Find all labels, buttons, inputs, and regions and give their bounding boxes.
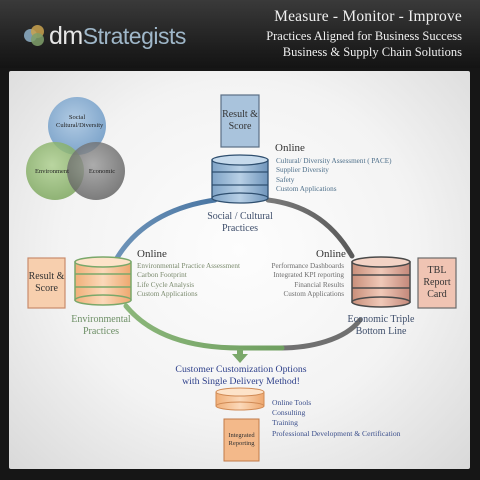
environmental-item: Carbon Footprint xyxy=(137,271,187,280)
ring-segment-gray xyxy=(265,197,355,259)
venn-diagram xyxy=(26,97,125,200)
venn-environment-circle xyxy=(26,142,84,200)
economic-items-list: Performance Dashboards Integrated KPI re… xyxy=(262,262,344,300)
ring-segment-gray-2 xyxy=(277,317,363,351)
integrated-reporting-box-frame xyxy=(223,418,260,462)
delivery-item: Professional Development & Certification xyxy=(272,428,401,438)
tagline-sub-2: Business & Supply Chain Solutions xyxy=(282,45,462,59)
environmental-caption: Environmental Practices xyxy=(71,314,131,337)
environmental-database-icon xyxy=(74,256,132,306)
economic-item: Integrated KPI reporting xyxy=(273,271,344,280)
logo-dots-icon xyxy=(24,25,46,47)
social-item: Safety xyxy=(276,175,295,184)
environmental-item: Custom Applications xyxy=(137,290,198,299)
delivery-item: Training xyxy=(272,418,298,428)
company-logo: dmStrategists xyxy=(24,22,186,50)
environmental-online-heading: Online xyxy=(137,248,167,260)
ring-segment-green xyxy=(123,303,285,351)
environmental-result-box: Result & Score xyxy=(28,271,65,294)
header-bar: dmStrategists Measure - Monitor - Improv… xyxy=(0,0,480,68)
economic-item: Custom Applications xyxy=(283,290,345,299)
venn-economic-circle xyxy=(67,142,125,200)
ring-segment-blue xyxy=(114,197,218,261)
venn-social-label: Social Cultural/Diversity xyxy=(56,114,104,129)
tagline-main: Measure - Monitor - Improve xyxy=(274,8,462,25)
social-caption: Social / Cultural Practices xyxy=(207,211,273,234)
environmental-items-list: Environmental Practice Assessment Carbon… xyxy=(137,262,240,300)
social-item: Supplier Diversity xyxy=(276,166,329,175)
venn-social-circle xyxy=(48,97,106,155)
social-items-list: Cultural/ Diversity Assessment ( PACE) S… xyxy=(276,157,392,195)
venn-economic-label: Economic xyxy=(88,168,116,175)
delivery-item: Consulting xyxy=(272,408,306,418)
economic-report-box-frame xyxy=(417,257,457,309)
down-arrow-icon xyxy=(232,349,248,363)
logo-dm: dm xyxy=(49,21,83,50)
cycle-ring xyxy=(114,197,363,351)
environmental-item: Life Cycle Analysis xyxy=(137,280,195,289)
economic-caption: Economic Triple Bottom Line xyxy=(347,314,415,337)
social-database-icon xyxy=(211,154,269,204)
environmental-result-box-frame xyxy=(27,257,66,309)
logo-strategists: Strategists xyxy=(82,22,187,49)
social-result-box: Result & Score xyxy=(222,109,258,132)
environmental-item: Environmental Practice Assessment xyxy=(137,262,240,270)
social-result-box-frame xyxy=(220,94,260,148)
economic-item: Financial Results xyxy=(294,280,344,289)
delivery-heading: Customer Customization Options with Sing… xyxy=(175,364,307,387)
delivery-item: Online Tools xyxy=(272,398,312,407)
delivery-database-icon xyxy=(215,387,265,411)
social-online-heading: Online xyxy=(275,142,305,154)
delivery-items-list: Online Tools Consulting Training Profess… xyxy=(272,398,400,439)
integrated-reporting-box: Integrated Reporting xyxy=(228,432,255,447)
social-item: Custom Applications xyxy=(276,185,337,194)
venn-environment-label: Environment xyxy=(35,168,69,175)
economic-online-heading: Online xyxy=(316,248,346,260)
social-item: Cultural/ Diversity Assessment ( PACE) xyxy=(276,157,392,165)
economic-item: Performance Dashboards xyxy=(271,262,344,270)
economic-database-icon xyxy=(351,256,411,308)
economic-report-box: TBL Report Card xyxy=(423,265,451,300)
tagline-sub-1: Practices Aligned for Business Success xyxy=(266,29,462,43)
